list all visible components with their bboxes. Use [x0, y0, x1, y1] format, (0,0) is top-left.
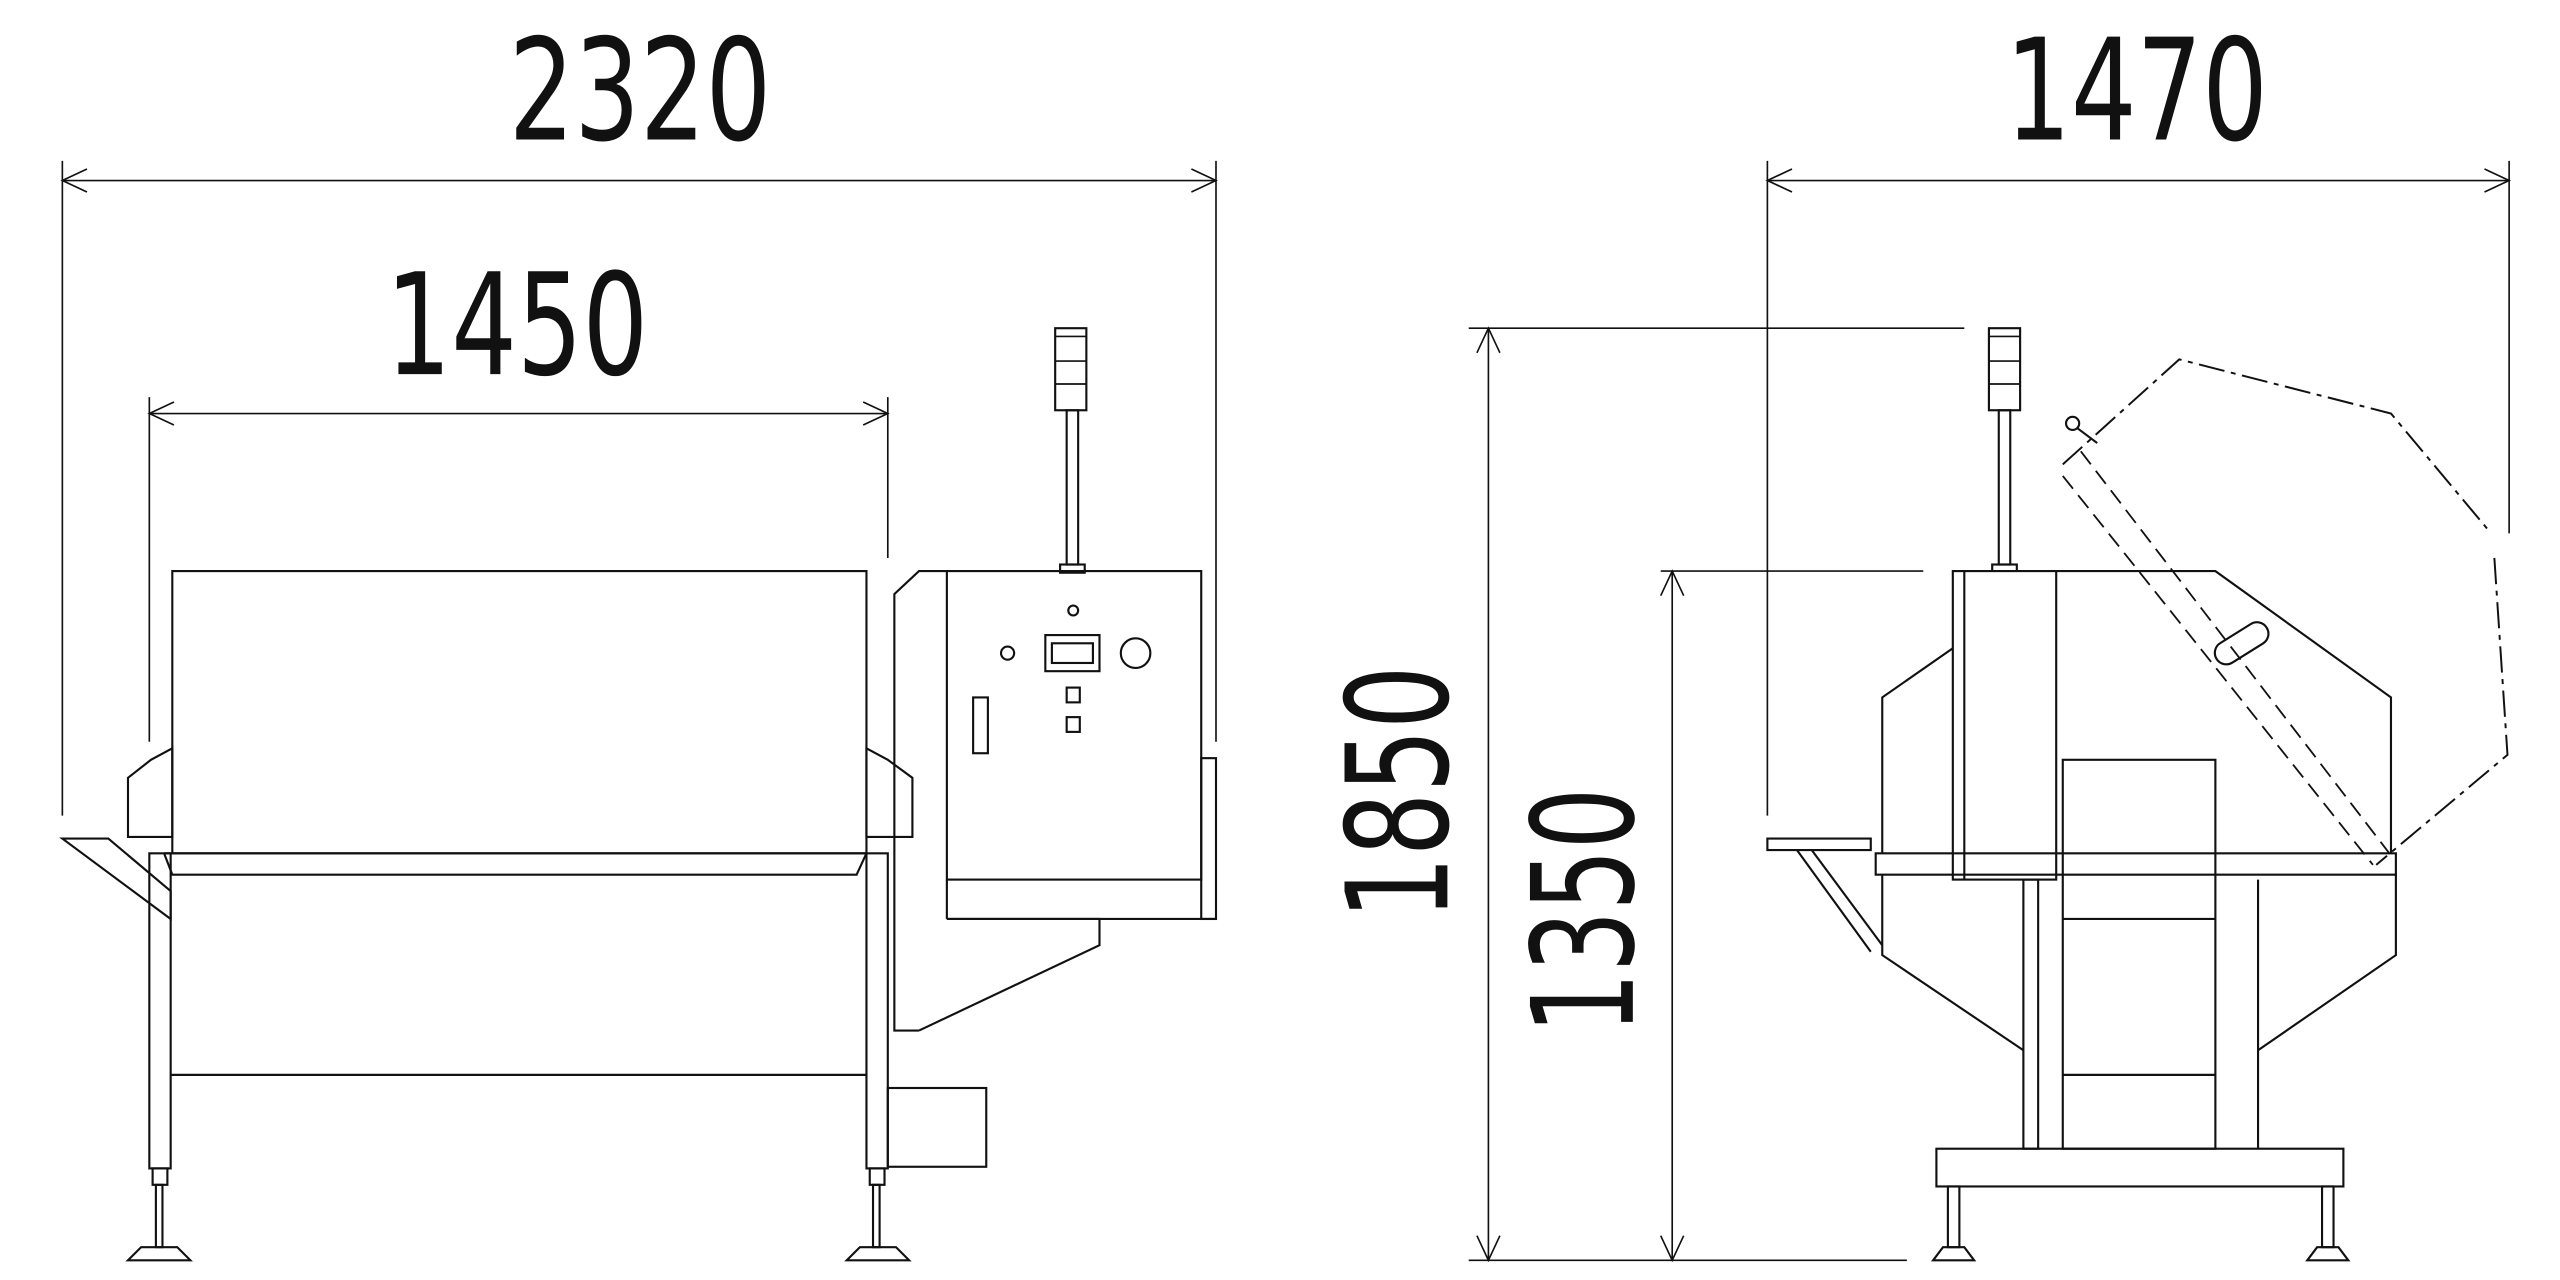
- front-overall-width-label: 2320: [509, 9, 772, 173]
- right-leveling-foot-pad: [844, 1246, 912, 1262]
- lid-open-inner-line: [2062, 475, 2374, 866]
- right-side-hopper: [865, 746, 914, 838]
- lower-hopper-left: [1881, 874, 2024, 1052]
- control-cabinet-side: [1951, 570, 2058, 881]
- side-table-height-dimension: 1350: [1503, 569, 1924, 1263]
- side-overall-depth-label: 1470: [2005, 9, 2268, 173]
- lid-open-outline-lower: [2375, 557, 2509, 866]
- drum-housing: [171, 570, 868, 855]
- lid-hinge-arm: [2076, 427, 2098, 444]
- display-frame: [1044, 634, 1101, 673]
- cabinet-side-panel: [893, 570, 947, 1032]
- left-discharge-chute: [59, 837, 172, 922]
- machine-base: [1935, 1147, 2345, 1188]
- indicator-lamp-icon: [1067, 604, 1080, 617]
- emergency-stop-icon: [1119, 637, 1152, 669]
- lid-open-outline: [2062, 358, 2492, 534]
- side-table-height-label: 1350: [1503, 788, 1667, 1034]
- signal-tower-lamp: [1054, 327, 1088, 412]
- central-column: [2061, 758, 2217, 1150]
- chute-support: [1810, 849, 1884, 946]
- selector-switch-icon: [999, 645, 1016, 661]
- chute-tray: [1766, 837, 1872, 852]
- lid-hinge-knob-icon: [2064, 415, 2081, 432]
- left-leveling-foot-pad: [125, 1246, 193, 1262]
- body-left-outline: [1881, 647, 1954, 854]
- front-view: 2320 1450: [59, 9, 1218, 1262]
- front-overall-width-dimension: 2320: [60, 9, 1218, 816]
- signal-tower-lamp: [1987, 327, 2022, 412]
- signal-tower-post: [1065, 409, 1080, 566]
- chute-support: [1796, 849, 1872, 953]
- lid-handle: [2213, 621, 2270, 666]
- drum-bottom-bar: [163, 852, 868, 876]
- right-leveling-foot-stem: [871, 1183, 881, 1249]
- left-side-hopper: [126, 746, 174, 838]
- support-post: [2022, 878, 2040, 1150]
- cabinet-right-panel: [1200, 757, 1218, 921]
- left-leveling-foot-pad: [1930, 1246, 1977, 1262]
- display-screen: [1050, 642, 1094, 665]
- front-drum-width-label: 1450: [386, 244, 649, 408]
- arrowhead-bottom: [1659, 1235, 1685, 1263]
- cabinet-hopper: [918, 917, 1101, 1032]
- body-right-outline: [2056, 570, 2393, 854]
- side-overall-height-label: 1850: [1317, 665, 1481, 919]
- work-table: [1874, 852, 2397, 876]
- right-leveling-foot-pad: [2305, 1246, 2351, 1262]
- side-view: 1470 1850 1350: [1317, 9, 2512, 1263]
- side-overall-height-dimension: 1850: [1317, 326, 1965, 1263]
- control-cabinet: [945, 570, 1203, 881]
- left-leveling-foot-stem: [1946, 1185, 1961, 1249]
- left-leveling-foot-stem: [154, 1183, 164, 1249]
- signal-tower-base: [1059, 563, 1086, 574]
- push-button-lower-icon: [1065, 716, 1081, 733]
- side-overall-depth-dimension: 1470: [1765, 9, 2512, 816]
- right-leg: [865, 852, 889, 1170]
- lid-open-inner-line: [2080, 450, 2391, 854]
- right-leveling-foot-stem: [2320, 1185, 2335, 1249]
- left-leveling-foot-block: [151, 1167, 169, 1186]
- left-leg: [148, 852, 172, 1170]
- front-drum-width-dimension: 1450: [147, 244, 890, 742]
- lower-hopper-right: [2257, 874, 2397, 1052]
- push-button-upper-icon: [1065, 686, 1081, 704]
- motor-box: [886, 1086, 988, 1168]
- cabinet-handle: [972, 696, 989, 755]
- right-leveling-foot-block: [868, 1167, 886, 1186]
- signal-tower-post: [1997, 409, 2012, 566]
